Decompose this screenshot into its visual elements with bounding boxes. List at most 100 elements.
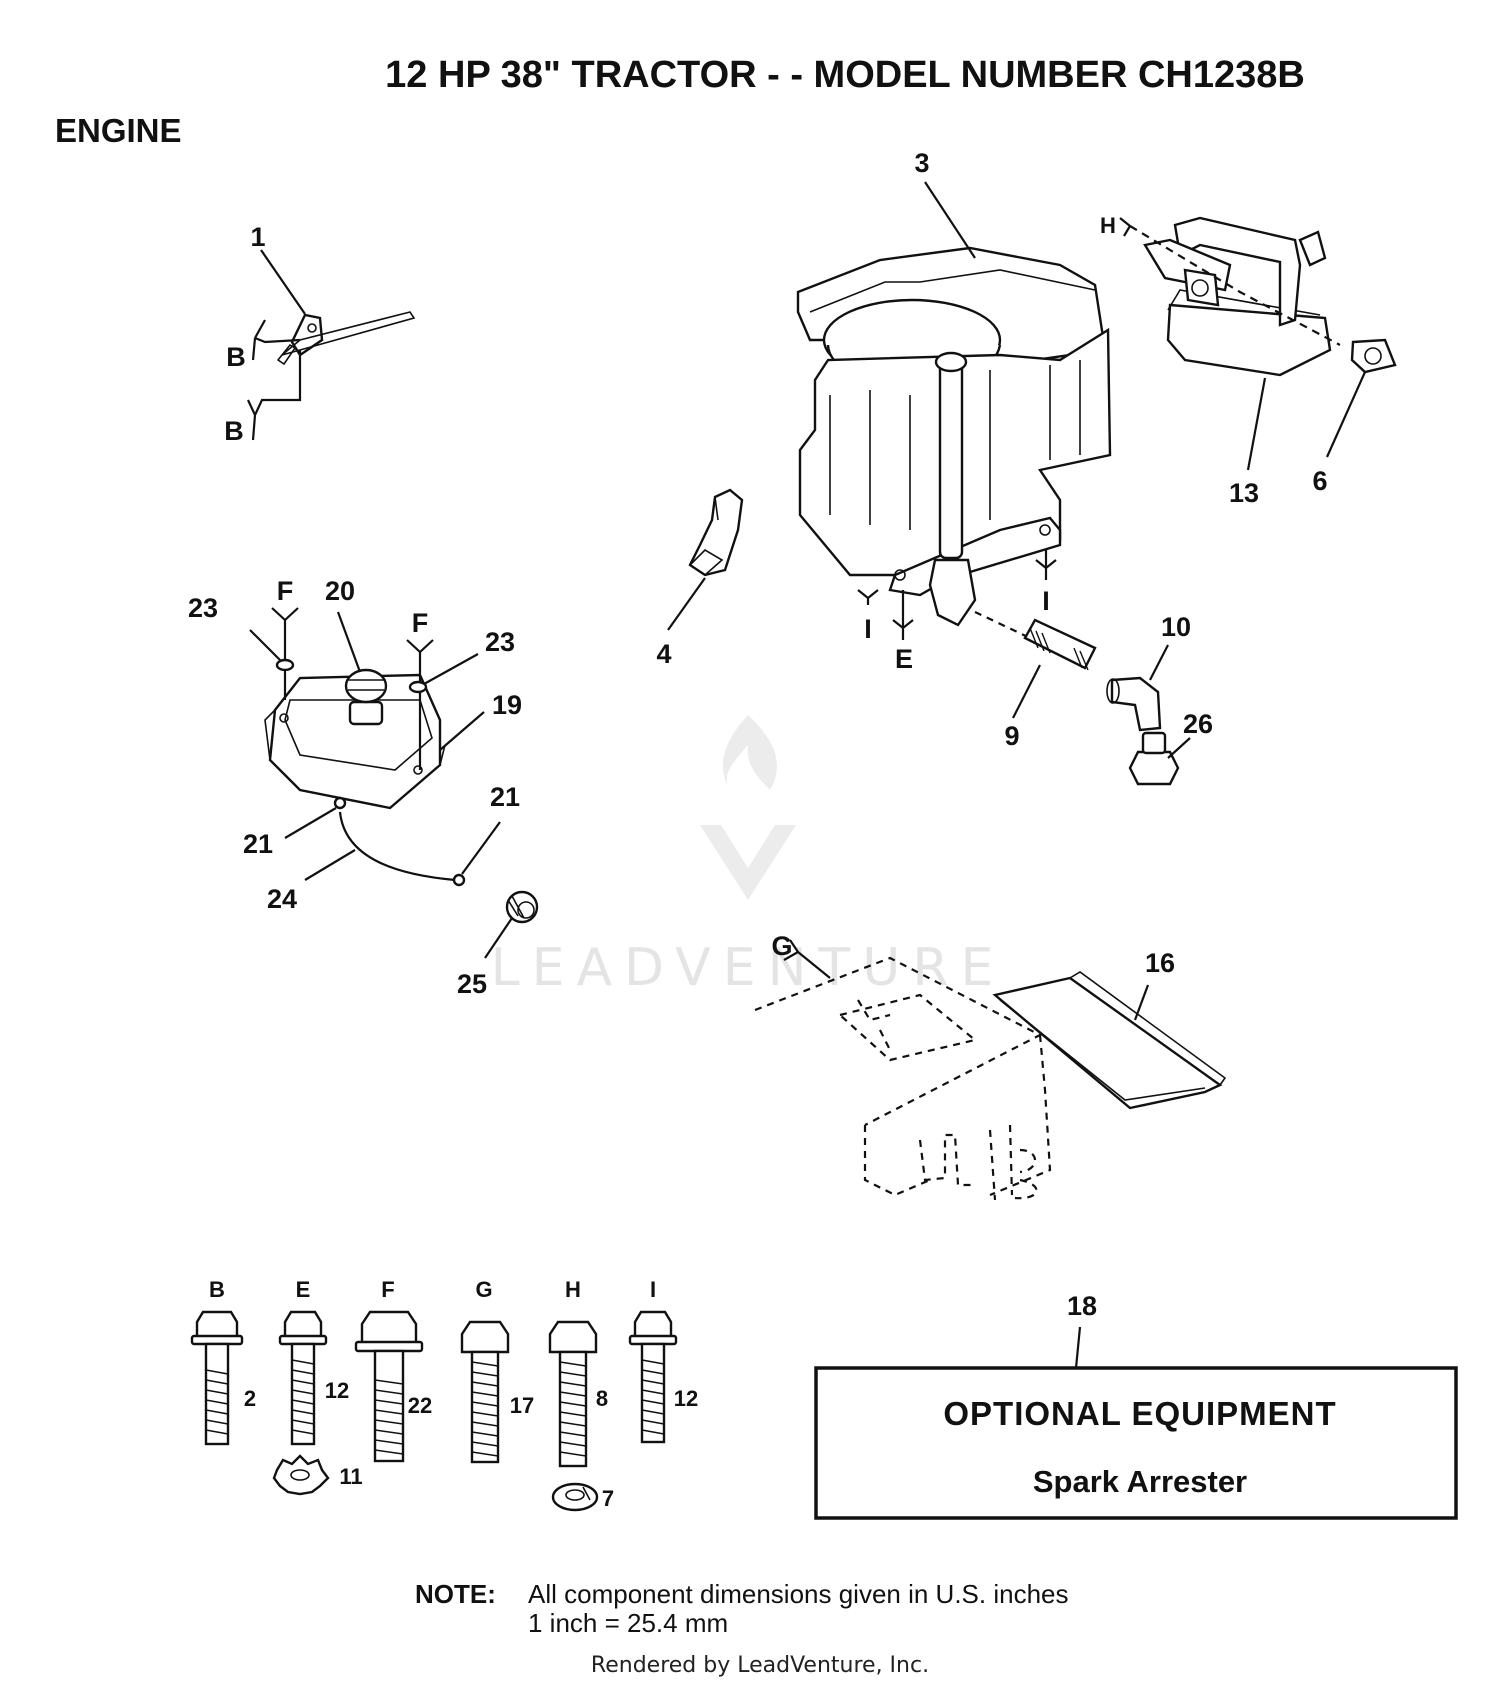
note-line-1: All component dimensions given in U.S. i…: [528, 1579, 1069, 1609]
leader-24: [304, 849, 356, 881]
leader-3: [924, 181, 976, 259]
part-23-grommet-left[interactable]: [275, 658, 295, 672]
part-6-gasket[interactable]: [1350, 338, 1397, 374]
part-26-drain-plug[interactable]: [1128, 731, 1180, 786]
ref-f1: F: [277, 576, 294, 606]
part-24-fuel-line[interactable]: [338, 811, 456, 882]
fastener-h-lockwasher[interactable]: 7: [551, 1482, 614, 1512]
callout-6: 6: [1312, 466, 1327, 496]
ref-b2-marker: [247, 350, 302, 441]
callout-23a: 23: [188, 593, 218, 623]
fastener-legend: B 2 E 12 11 F 22: [190, 1277, 698, 1512]
callout-20: 20: [325, 576, 355, 606]
ref-f2-marker: [406, 639, 434, 770]
ref-f2: F: [412, 608, 429, 638]
ref-b1-marker: [251, 319, 301, 361]
callout-10: 10: [1161, 612, 1191, 642]
callout-21b: 21: [490, 782, 520, 812]
ref-h-marker: [1119, 217, 1131, 237]
leader-26: [1167, 737, 1191, 759]
ref-i1: I: [864, 614, 872, 644]
ref-b1: B: [226, 342, 246, 372]
part-23-grommet-right[interactable]: [408, 680, 428, 694]
leader-16: [1133, 984, 1150, 1021]
leader-6: [1325, 371, 1367, 458]
leader-23a: [249, 629, 281, 661]
fastener-b-bolt[interactable]: B 2: [190, 1277, 256, 1446]
callout-19: 19: [492, 690, 522, 720]
fastener-i-part: 12: [674, 1386, 698, 1411]
leader-21b: [461, 821, 501, 875]
fastener-i-bolt[interactable]: I 12: [628, 1277, 698, 1444]
part-25-fuel-filter[interactable]: [505, 890, 539, 924]
fastener-e-bolt[interactable]: E 12: [278, 1277, 349, 1446]
part-3-engine[interactable]: [796, 246, 1112, 627]
ref-e: E: [895, 644, 913, 674]
callout-13: 13: [1229, 478, 1259, 508]
callout-18: 18: [1067, 1291, 1097, 1321]
page-title: 12 HP 38" TRACTOR - - MODEL NUMBER CH123…: [385, 54, 1305, 96]
callout-9: 9: [1004, 721, 1019, 751]
callout-4: 4: [656, 639, 671, 669]
leader-19: [439, 711, 485, 751]
fastener-f-bolt[interactable]: F 22: [354, 1277, 432, 1463]
ref-i2-marker: [1035, 550, 1057, 580]
ref-e-marker: [892, 590, 914, 640]
callout-3: 3: [914, 148, 929, 178]
fastener-g-letter: G: [475, 1277, 492, 1302]
ref-g-marker: [783, 939, 831, 979]
leader-13: [1246, 377, 1267, 471]
note-label: NOTE:: [415, 1579, 496, 1609]
watermark: LEADVENTURE: [491, 715, 993, 998]
note-line-2: 1 inch = 25.4 mm: [528, 1608, 728, 1638]
fastener-h-part: 8: [596, 1386, 608, 1411]
part-13-muffler[interactable]: [1129, 216, 1341, 377]
leader-10: [1149, 644, 1169, 681]
fastener-h-washer-part: 7: [602, 1486, 614, 1511]
optional-equipment-item: Spark Arrester: [1033, 1464, 1247, 1499]
part-20-fuel-cap[interactable]: [344, 668, 388, 726]
fastener-e-washer-part: 11: [339, 1464, 362, 1489]
fastener-g-part: 17: [510, 1393, 534, 1418]
part-16-heat-shield[interactable]: [992, 971, 1227, 1110]
fastener-e-washer[interactable]: 11: [272, 1454, 363, 1496]
part-19-fuel-tank[interactable]: [264, 673, 446, 810]
fastener-h-letter: H: [565, 1277, 581, 1302]
fastener-i-letter: I: [650, 1277, 656, 1302]
ref-b2: B: [224, 416, 244, 446]
ref-h: H: [1100, 213, 1116, 238]
watermark-flame-icon: [722, 715, 777, 790]
ref-g: G: [771, 931, 792, 961]
fastener-b-part: 2: [244, 1386, 256, 1411]
fastener-b-letter: B: [209, 1277, 225, 1302]
part-10-drain-elbow[interactable]: [1106, 676, 1162, 732]
section-title: ENGINE: [55, 112, 182, 149]
part-21-clamp-top[interactable]: [333, 796, 347, 810]
ref-i1-marker: [857, 589, 879, 605]
part-4-bracket[interactable]: [688, 488, 744, 577]
dimension-note: NOTE: All component dimensions given in …: [415, 1579, 1069, 1638]
part-21-clamp-bottom[interactable]: [452, 873, 466, 887]
leader-25: [484, 917, 513, 959]
fastener-f-part: 22: [408, 1393, 432, 1418]
callout-25: 25: [457, 969, 487, 999]
watermark-v-icon: [700, 825, 796, 900]
fastener-g-bolt[interactable]: G 17: [460, 1277, 534, 1464]
fastener-h-bolt[interactable]: H 8: [548, 1277, 608, 1468]
leader-9: [1012, 664, 1041, 719]
callout-24: 24: [267, 884, 297, 914]
callout-16: 16: [1145, 948, 1175, 978]
part-9-drain-pipe[interactable]: [1023, 618, 1097, 671]
leader-23b: [423, 653, 479, 685]
callout-21a: 21: [243, 829, 273, 859]
rendered-by-footer: Rendered by LeadVenture, Inc.: [591, 1653, 929, 1678]
optional-equipment-title: OPTIONAL EQUIPMENT: [943, 1395, 1336, 1432]
optional-equipment-box[interactable]: OPTIONAL EQUIPMENT Spark Arrester: [814, 1366, 1458, 1520]
part-1-throttle-control[interactable]: [276, 311, 416, 366]
fastener-e-letter: E: [296, 1277, 311, 1302]
callout-23b: 23: [485, 627, 515, 657]
leader-18: [1074, 1326, 1082, 1369]
callout-26: 26: [1183, 709, 1213, 739]
tractor-frame-outline: [754, 956, 1052, 1201]
